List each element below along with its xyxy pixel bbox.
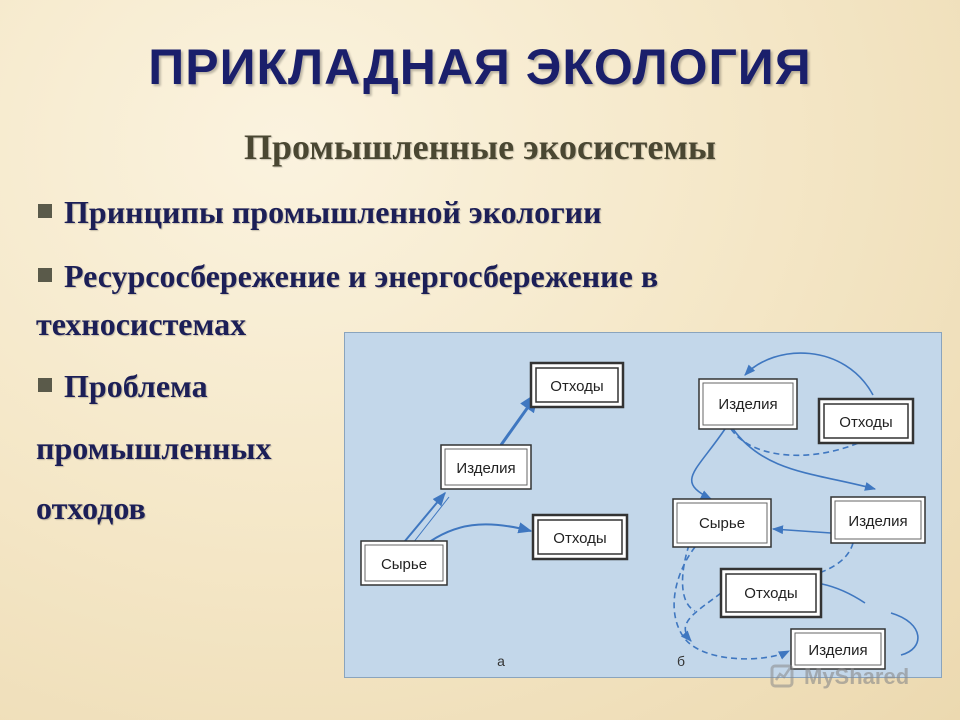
box-products-bottom-b: Изделия: [790, 628, 886, 670]
box-products-top-b: Изделия: [698, 378, 798, 430]
bullet-3-text-line2: промышленных: [36, 430, 272, 466]
bullet-2-text-line2: техносистемах: [36, 306, 247, 342]
bullet-square-icon: [38, 378, 52, 392]
box-products-bottom-b-label: Изделия: [808, 642, 867, 659]
box-products-top-b-label: Изделия: [718, 396, 777, 413]
bullet-3: Проблема: [38, 366, 208, 406]
arrow-products-to-raw: [690, 428, 726, 500]
box-waste-mid-b-label: Отходы: [744, 585, 797, 602]
watermark-logo-icon: [770, 664, 794, 688]
arrow-raw-to-waste: [424, 522, 533, 546]
slide-title: ПРИКЛАДНАЯ ЭКОЛОГИЯ: [148, 39, 812, 95]
watermark-text: MyShared: [804, 664, 909, 689]
box-waste-top-a: Отходы: [529, 361, 625, 409]
bullet-2-text-line1: Ресурсосбережение и энергосбережение в: [64, 258, 659, 294]
box-raw-a: Сырье: [360, 540, 448, 586]
bullet-square-icon: [38, 204, 52, 218]
box-waste-top-a-label: Отходы: [550, 378, 603, 395]
box-waste-top-b: Отходы: [817, 397, 915, 445]
diagram-svg: Сырье Изделия Отходы Отходы Изделия Отхо…: [360, 352, 926, 670]
arrow-raw-to-products: [404, 491, 446, 542]
arrow-raw-to-products-bottom: [673, 546, 791, 660]
arrow-raw-to-products-double: [412, 496, 450, 544]
bullet-3-text-line3: отходов: [36, 490, 146, 526]
part-b-label: б: [677, 653, 685, 669]
arrow-products-mid-to-raw: [771, 525, 832, 535]
bullet-2: Ресурсосбережение и энергосбережение в: [38, 256, 658, 296]
myshared-watermark: MyShared: [770, 664, 909, 689]
bullet-1: Принципы промышленной экологии: [38, 192, 602, 232]
part-a-label: а: [497, 653, 505, 669]
box-waste-bottom-a-label: Отходы: [553, 530, 606, 547]
bullet-square-icon: [38, 268, 52, 282]
box-raw-a-label: Сырье: [381, 556, 427, 573]
arrow-products-bottom-loop: [890, 612, 919, 656]
bullet-3-text-line1: Проблема: [64, 368, 208, 404]
box-products-mid-b-label: Изделия: [848, 513, 907, 530]
box-waste-mid-b: Отходы: [719, 567, 823, 619]
slide-subtitle: Промышленные экосистемы: [244, 127, 716, 167]
box-raw-b-label: Сырье: [699, 515, 745, 532]
arrow-waste-mid-down: [680, 592, 722, 642]
arrow-waste-to-products-top: [744, 352, 874, 396]
industrial-ecosystem-diagram: Сырье Изделия Отходы Отходы Изделия Отхо…: [344, 332, 942, 678]
arrow-raw-down-dashed: [681, 544, 696, 612]
box-raw-b: Сырье: [672, 498, 772, 548]
box-products-mid-b: Изделия: [830, 496, 926, 544]
bullet-1-text: Принципы промышленной экологии: [64, 194, 602, 230]
box-waste-bottom-a: Отходы: [531, 513, 629, 561]
box-products-a-label: Изделия: [456, 460, 515, 477]
part-a-arrows: [404, 391, 540, 546]
box-waste-top-b-label: Отходы: [839, 414, 892, 431]
arrow-products-to-products-mid: [732, 428, 877, 491]
box-products-a: Изделия: [440, 444, 532, 490]
